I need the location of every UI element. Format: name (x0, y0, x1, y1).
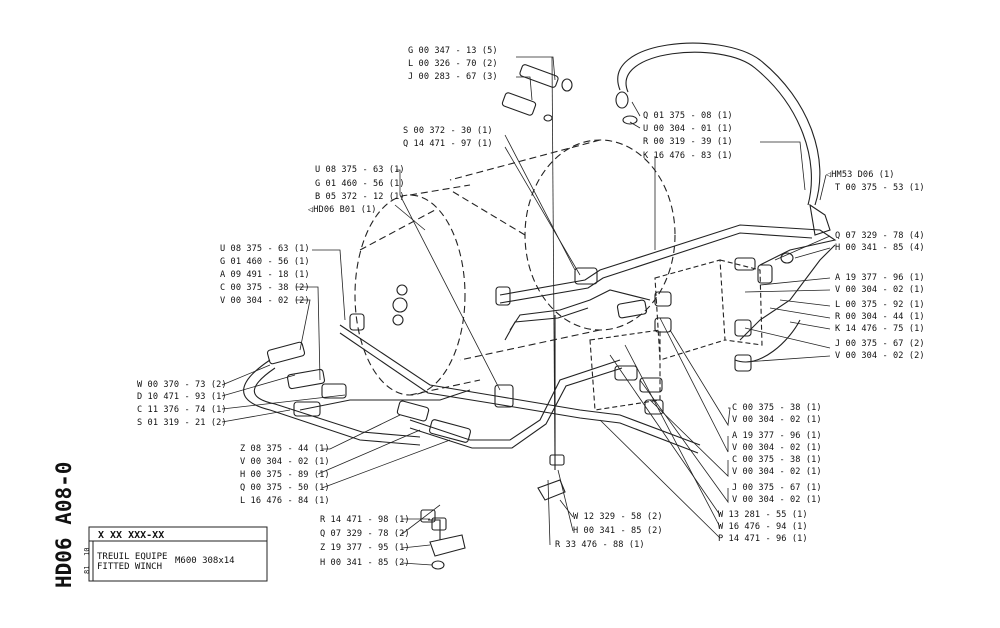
callout-label: V 00 304 - 02 (1) (240, 457, 330, 467)
callout-label: G 01 460 - 56 (1) (220, 257, 310, 267)
callout-label: L 16 476 - 84 (1) (240, 496, 330, 506)
callout-label: A 19 377 - 96 (1) (732, 431, 822, 441)
callout-label: R 33 476 - 88 (1) (555, 540, 645, 550)
title-code: X XX XXX-XX (98, 530, 165, 541)
callout-label: Z 19 377 - 95 (1) (320, 543, 410, 553)
callout-label: V 00 304 - 02 (1) (835, 285, 925, 295)
callout-label: C 00 375 - 38 (1) (732, 455, 822, 465)
leader-lines (221, 56, 831, 566)
callout-label: S 01 319 - 21 (2) (137, 418, 227, 428)
callout-label: J 00 283 - 67 (3) (408, 72, 498, 82)
callout-label: A 19 377 - 96 (1) (835, 273, 925, 283)
callout-label: U 00 304 - 01 (1) (643, 124, 733, 134)
callout-label: V 00 304 - 02 (2) (835, 351, 925, 361)
callout-label: V 00 304 - 02 (1) (732, 467, 822, 477)
callout-label: C 00 375 - 38 (2) (220, 283, 310, 293)
callout-label: Q 00 375 - 50 (1) (240, 483, 330, 493)
fittings (266, 64, 794, 570)
callout-label: J 00 375 - 67 (1) (732, 483, 822, 493)
callout-label: ◁HD06 B01 (1) (308, 205, 377, 215)
callout-label: K 16 476 - 83 (1) (643, 151, 733, 161)
callout-label: C 11 376 - 74 (1) (137, 405, 227, 415)
callout-label: H 00 375 - 89 (1) (240, 470, 330, 480)
callout-label: G 01 460 - 56 (1) (315, 179, 405, 189)
title-fr: TREUIL EQUIPE (97, 552, 168, 562)
callout-label: Q 07 329 - 78 (4) (835, 231, 925, 241)
callout-label: L 00 326 - 70 (2) (408, 59, 498, 69)
revision-b: 81 (83, 565, 91, 574)
callout-label: V 00 304 - 02 (1) (732, 443, 822, 453)
rear-drum (449, 139, 676, 361)
callout-label: H 00 341 - 85 (2) (320, 558, 410, 568)
callout-label: A 09 491 - 18 (1) (220, 270, 310, 280)
callout-label: Q 14 471 - 97 (1) (403, 139, 493, 149)
callout-label: U 08 375 - 63 (1) (220, 244, 310, 254)
callout-label: D 10 471 - 93 (1) (137, 392, 227, 402)
drum-hub (392, 284, 408, 326)
callout-label: W 12 329 - 58 (2) (573, 512, 663, 522)
title-en: FITTED WINCH (97, 562, 163, 572)
callout-label: Q 01 375 - 08 (1) (643, 111, 733, 121)
callout-label: K 14 476 - 75 (1) (835, 324, 925, 334)
callout-label: G 00 347 - 13 (5) (408, 46, 498, 56)
callout-label: P 14 471 - 96 (1) (718, 534, 808, 544)
callout-label: L 00 375 - 92 (1) (835, 300, 925, 310)
callout-label: V 00 304 - 02 (2) (220, 296, 310, 306)
callout-label: V 00 304 - 02 (1) (732, 495, 822, 505)
callout-label: T 00 375 - 53 (1) (835, 183, 925, 193)
title-block-frame (88, 526, 268, 582)
callout-label: H 00 341 - 85 (4) (835, 243, 925, 253)
callout-label: S 00 372 - 30 (1) (403, 126, 493, 136)
callout-label: R 00 319 - 39 (1) (643, 137, 733, 147)
sheet-reference: HD06 A08-0 (52, 461, 76, 588)
callout-label: W 00 370 - 73 (2) (137, 380, 227, 390)
model-label: M600 308x14 (175, 556, 235, 566)
callout-label: H 00 341 - 85 (2) (573, 526, 663, 536)
revision-a: 10 (83, 547, 91, 556)
front-drum (354, 184, 481, 396)
hose-top (615, 42, 831, 236)
callout-label: Z 08 375 - 44 (1) (240, 444, 330, 454)
callout-label: W 16 476 - 94 (1) (718, 522, 808, 532)
callout-label: R 00 304 - 44 (1) (835, 312, 925, 322)
callout-label: W 13 281 - 55 (1) (718, 510, 808, 520)
callout-label: R 14 471 - 98 (1) (320, 515, 410, 525)
callout-label: J 00 375 - 67 (2) (835, 339, 925, 349)
pipe-network (243, 224, 837, 470)
callout-label: ◁HM53 D06 (1) (826, 170, 895, 180)
callout-label: C 00 375 - 38 (1) (732, 403, 822, 413)
callout-label: Q 07 329 - 78 (2) (320, 529, 410, 539)
callout-label: B 05 372 - 12 (1) (315, 192, 405, 202)
callout-label: U 08 375 - 63 (1) (315, 165, 405, 175)
callout-label: V 00 304 - 02 (1) (732, 415, 822, 425)
